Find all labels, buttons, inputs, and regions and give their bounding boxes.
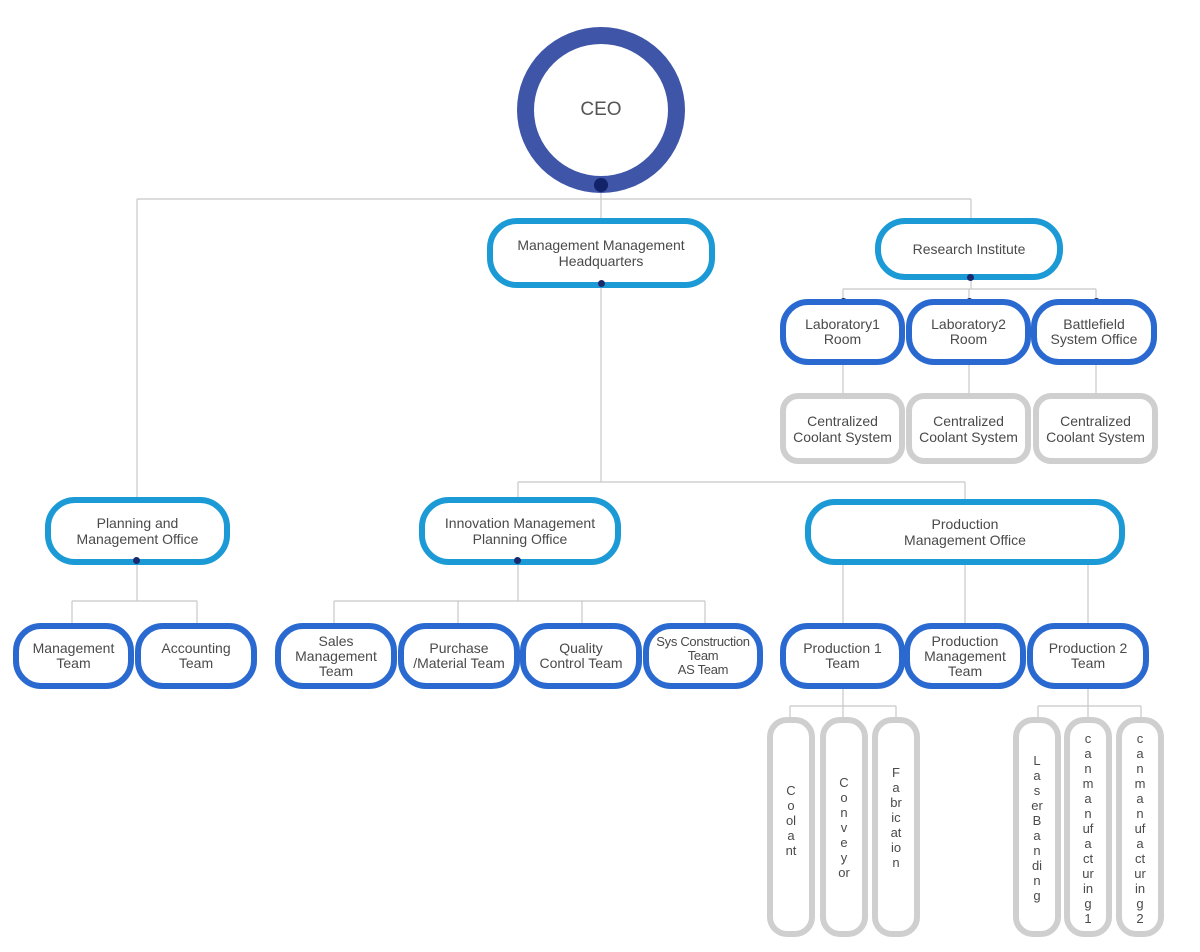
node-production2-team-label: Production 2 Team [1048, 640, 1128, 671]
node-research-institute[interactable]: Research Institute [875, 218, 1063, 280]
node-coolant-unit-label: Coolant [785, 783, 797, 858]
node-battlefield-system-office-label: Battlefield System Office [1050, 316, 1138, 347]
node-accounting-team[interactable]: Accounting Team [135, 623, 257, 689]
node-production1-team[interactable]: Production 1 Team [780, 623, 905, 689]
node-conveyor-unit[interactable]: Conveyor [820, 717, 868, 937]
node-can-manufacturing1-unit[interactable]: can manufacturing1 [1064, 717, 1112, 937]
node-production-management-team[interactable]: Production Management Team [904, 623, 1026, 689]
node-coolant-unit[interactable]: Coolant [767, 717, 815, 937]
node-fabrication-unit[interactable]: Fabrication [872, 717, 920, 937]
node-planning-management-office[interactable]: Planning and Management Office [45, 497, 230, 565]
research-institute-dot [967, 274, 974, 281]
node-sales-management-team[interactable]: Sales Management Team [275, 623, 397, 689]
node-coolant-system-2-label: Centralized Coolant System [919, 412, 1018, 445]
node-laboratory1-room[interactable]: Laboratory1 Room [780, 299, 905, 365]
node-ceo-label: CEO [580, 99, 622, 120]
node-conveyor-unit-label: Conveyor [838, 775, 850, 880]
node-innovation-planning-office-label: Innovation Management Planning Office [444, 515, 596, 547]
node-purchase-material-team[interactable]: Purchase /Material Team [398, 623, 520, 689]
node-can-manufacturing1-unit-label: can manufacturing1 [1082, 731, 1094, 926]
node-laser-banding-unit[interactable]: Laser Banding [1013, 717, 1061, 937]
node-production-management-team-label: Production Management Team [924, 632, 1006, 679]
node-coolant-system-3-label: Centralized Coolant System [1046, 412, 1145, 445]
node-purchase-material-team-label: Purchase /Material Team [413, 640, 505, 671]
management-hq-dot [598, 280, 605, 287]
node-production2-team[interactable]: Production 2 Team [1027, 623, 1149, 689]
node-ceo[interactable]: CEO [517, 27, 685, 193]
node-laser-banding-unit-label: Laser Banding [1031, 753, 1043, 903]
node-coolant-system-3[interactable]: Centralized Coolant System [1033, 393, 1158, 464]
node-quality-control-team-label: Quality Control Team [539, 640, 623, 671]
node-sys-construction-team-label: Sys Construction Team AS Team [656, 634, 750, 677]
node-management-team[interactable]: Management Team [13, 623, 134, 689]
node-coolant-system-1[interactable]: Centralized Coolant System [780, 393, 905, 464]
node-management-hq-label: Management Management Headquarters [517, 237, 685, 269]
node-coolant-system-2[interactable]: Centralized Coolant System [906, 393, 1031, 464]
node-management-team-label: Management Team [32, 640, 115, 671]
innovation-office-dot [514, 557, 521, 564]
node-fabrication-unit-label: Fabrication [890, 765, 902, 870]
node-can-manufacturing2-unit-label: can manufacturing2 [1134, 731, 1146, 926]
node-sales-management-team-label: Sales Management Team [295, 632, 377, 679]
node-laboratory2-room-label: Laboratory2 Room [931, 316, 1006, 347]
node-planning-management-office-label: Planning and Management Office [76, 515, 199, 547]
node-quality-control-team[interactable]: Quality Control Team [520, 623, 642, 689]
node-sys-construction-team[interactable]: Sys Construction Team AS Team [643, 623, 763, 689]
node-battlefield-system-office[interactable]: Battlefield System Office [1031, 299, 1157, 365]
node-laboratory1-room-label: Laboratory1 Room [805, 316, 880, 347]
node-research-institute-label: Research Institute [912, 241, 1026, 257]
node-production-management-office[interactable]: Production Management Office [805, 499, 1125, 565]
node-laboratory2-room[interactable]: Laboratory2 Room [906, 299, 1031, 365]
planning-office-dot [133, 557, 140, 564]
node-innovation-planning-office[interactable]: Innovation Management Planning Office [419, 497, 621, 565]
ceo-connector-dot [594, 178, 608, 192]
node-coolant-system-1-label: Centralized Coolant System [793, 412, 892, 445]
node-production-management-office-label: Production Management Office [904, 516, 1026, 548]
node-production1-team-label: Production 1 Team [803, 640, 882, 671]
node-can-manufacturing2-unit[interactable]: can manufacturing2 [1116, 717, 1164, 937]
node-accounting-team-label: Accounting Team [161, 640, 231, 671]
node-management-hq[interactable]: Management Management Headquarters [487, 218, 715, 288]
